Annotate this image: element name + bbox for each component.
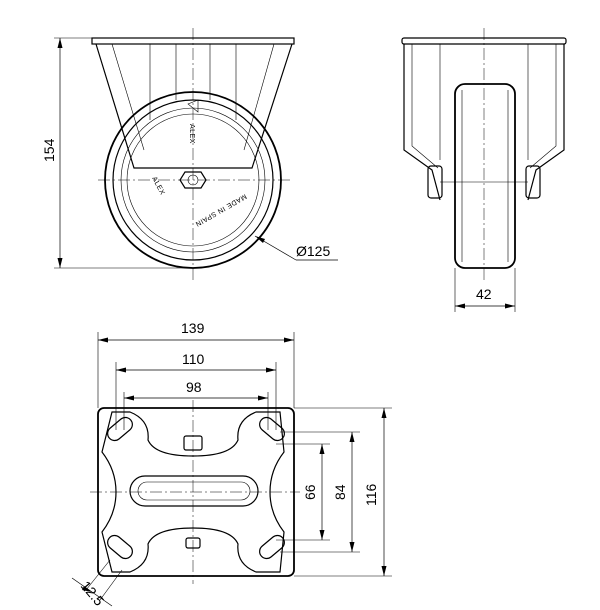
dimension-plate-width: 116 — [363, 483, 379, 506]
wheel-brand-marking: ALEX — [150, 176, 166, 197]
dimension-slot-width: 12.5 — [78, 578, 108, 609]
mounting-slot-bottom-right — [259, 534, 285, 560]
dimension-plate-length: 139 — [181, 320, 205, 336]
dimension-wheel-width: 42 — [476, 286, 492, 302]
wheel-origin-marking: MADE IN SPAIN — [194, 192, 248, 227]
fork-bracket — [95, 43, 293, 169]
dimension-height: 154 — [41, 138, 57, 162]
dimension-slot-outer: 84 — [332, 484, 348, 500]
mounting-slot-top-right — [259, 416, 285, 442]
top-view: 139 110 98 116 84 66 — [71, 320, 392, 609]
dimension-hole-spacing-outer: 110 — [182, 351, 205, 367]
dimension-slot-inner: 66 — [302, 484, 318, 500]
central-slot-inner — [137, 481, 251, 501]
mounting-slot-bottom-left — [107, 534, 133, 560]
dimension-hole-spacing-inner: 98 — [186, 379, 202, 395]
side-view: 42 — [401, 28, 567, 312]
svg-text:ALEX: ALEX — [188, 124, 195, 144]
central-slot-outer — [129, 475, 259, 507]
fork-leg-left — [403, 44, 441, 201]
dimension-wheel-diameter: Ø125 — [296, 243, 330, 259]
mounting-slot-top-left — [107, 416, 133, 442]
front-view: ALEX ALEX MADE IN SPAIN 154 Ø125 — [41, 28, 338, 282]
fork-leg-right — [527, 44, 565, 201]
wheel-tread — [454, 83, 516, 269]
